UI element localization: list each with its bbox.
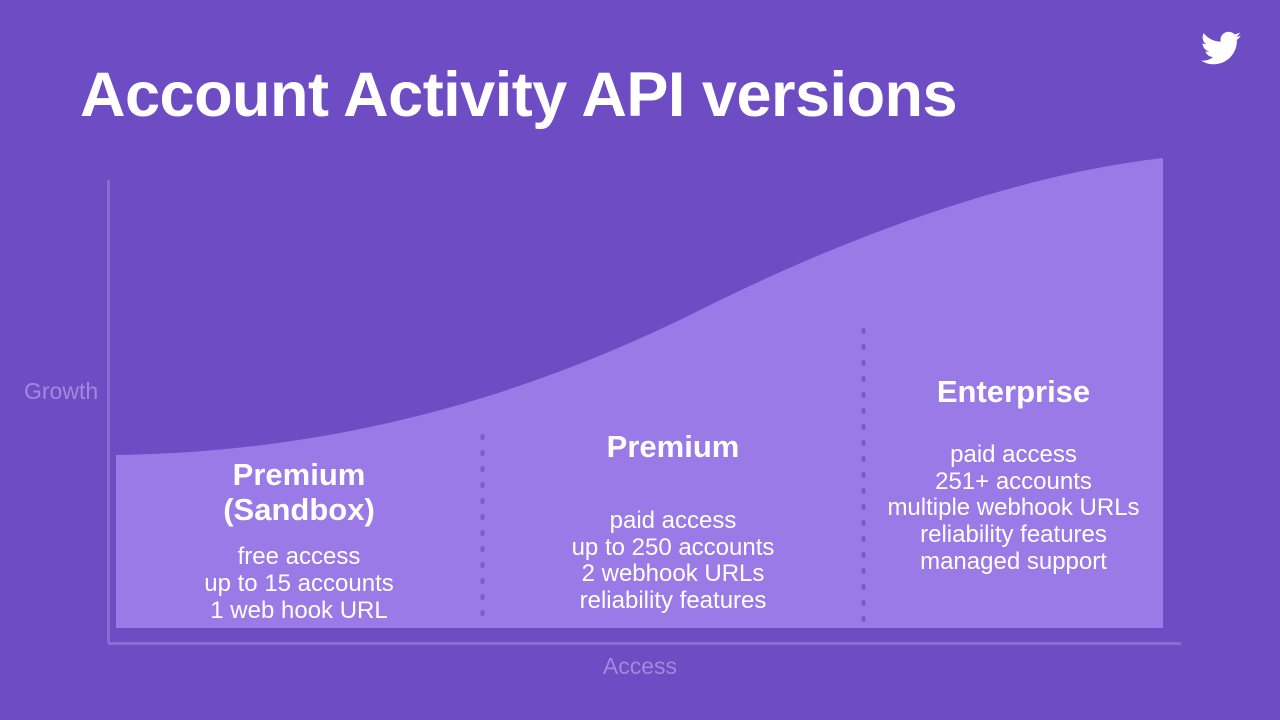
tier-feature-list: paid access up to 250 accounts 2 webhook…	[483, 506, 863, 616]
tier-title: Premium (Sandbox)	[116, 457, 482, 527]
twitter-bird-icon	[1198, 28, 1244, 68]
tier-feature: 2 webhook URLs	[581, 560, 765, 588]
tier-feature-list: free access up to 15 accounts 1 web hook…	[116, 544, 482, 625]
tier-title: Premium	[483, 429, 863, 465]
tier-feature: paid access	[950, 440, 1077, 468]
tier-column-premium-sandbox: Premium (Sandbox) free access up to 15 a…	[116, 457, 482, 625]
tier-feature: up to 15 accounts	[204, 570, 394, 598]
x-axis-label: Access	[602, 653, 678, 679]
tier-feature: reliability features	[920, 521, 1107, 549]
tier-feature: up to 250 accounts	[571, 533, 775, 561]
page-title: Account Activity API versions	[80, 60, 958, 130]
tier-column-premium: Premium paid access up to 250 accounts 2…	[483, 429, 863, 616]
y-axis-label: Growth	[24, 378, 99, 404]
tier-title-line: Premium	[232, 457, 366, 492]
tier-feature-list: paid access 251+ accounts multiple webho…	[864, 440, 1163, 576]
tier-feature: managed support	[920, 548, 1107, 576]
tier-feature: multiple webhook URLs	[887, 494, 1140, 522]
tier-feature: reliability features	[579, 587, 767, 615]
tier-title-line: (Sandbox)	[223, 491, 375, 527]
tier-feature: 251+ accounts	[935, 467, 1092, 495]
growth-curve-area	[116, 158, 1163, 628]
tier-title: Enterprise	[864, 374, 1163, 410]
tier-feature: paid access	[609, 506, 737, 534]
tier-column-enterprise: Enterprise paid access 251+ accounts mul…	[864, 374, 1163, 576]
tier-feature: free access	[237, 543, 361, 571]
tier-title-line: Premium	[606, 429, 740, 464]
tier-title-line: Enterprise	[936, 374, 1091, 409]
tier-feature: 1 web hook URL	[210, 597, 388, 625]
